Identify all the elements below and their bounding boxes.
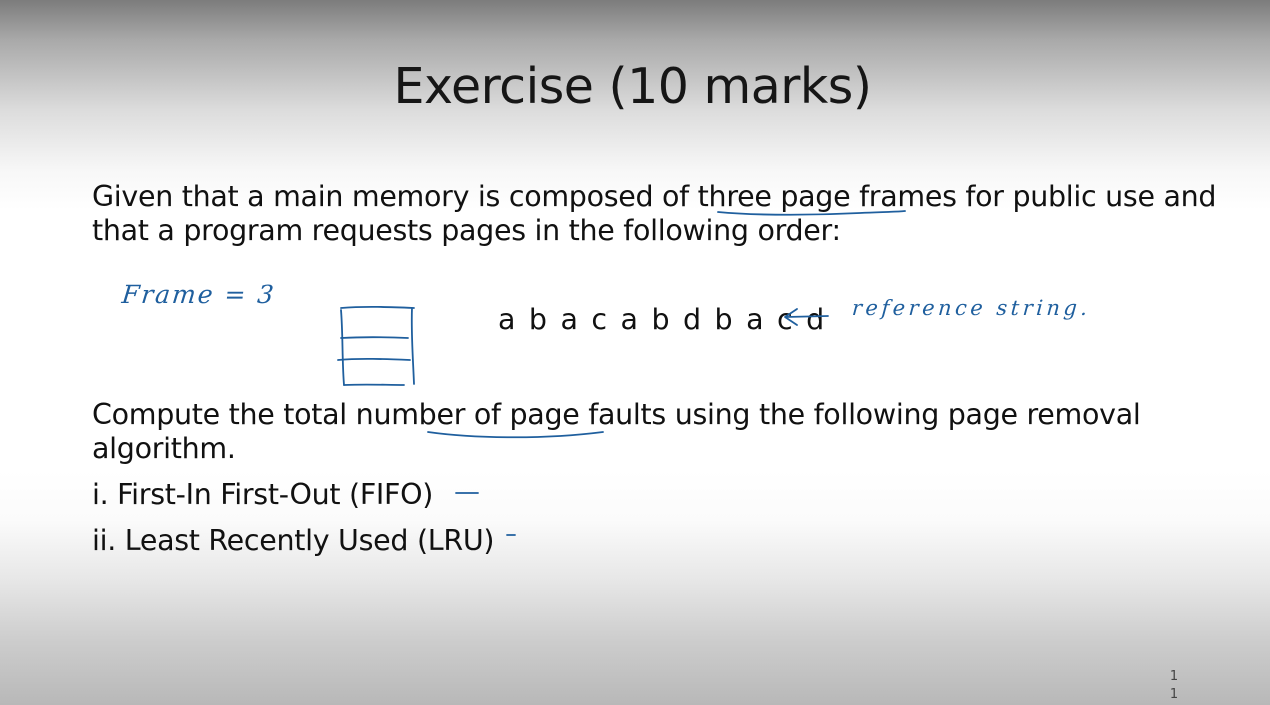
handwritten-reference-note: reference string. [851, 296, 1092, 320]
intro-paragraph: Given that a main memory is composed of … [92, 180, 1217, 247]
algorithm-lru: ii. Least Recently Used (LRU) [92, 524, 495, 557]
question-paragraph: Compute the total number of page faults … [92, 398, 1141, 465]
slide-number: 11 [1169, 669, 1179, 702]
handwritten-frame-note: Frame = 3 [120, 280, 277, 309]
slide-title: Exercise (10 marks) [393, 58, 872, 115]
frames-box-diagram [337, 305, 415, 386]
reference-string: a b a c a b d b a c d [498, 303, 826, 336]
algorithm-fifo: i. First-In First-Out (FIFO) [92, 478, 434, 511]
